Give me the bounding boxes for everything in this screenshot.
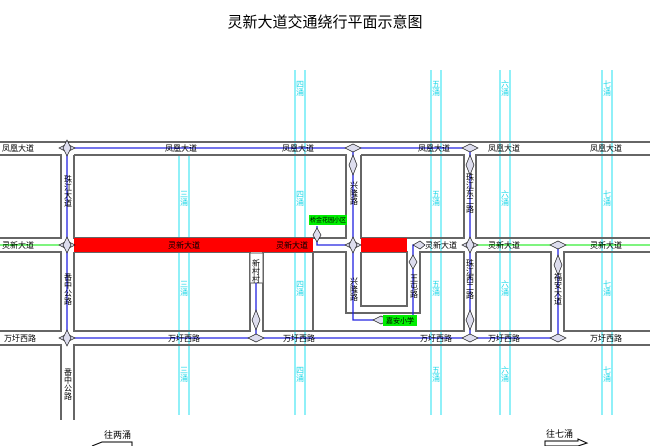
arrow-right-icon xyxy=(544,438,589,446)
canal-label-3: 三涌 xyxy=(180,366,189,382)
canal-label-3: 三涌 xyxy=(180,190,189,206)
direction-west-label: 往两涌 xyxy=(104,429,131,441)
canal-label-6: 六涌 xyxy=(501,365,510,382)
canal-label-4: 四涌 xyxy=(296,366,305,382)
canal-label-4: 四涌 xyxy=(296,80,305,96)
road-label-wangtun: 王屯路 xyxy=(410,274,419,298)
closed-section-west xyxy=(74,238,313,252)
canal-label-7: 七涌 xyxy=(603,366,612,382)
canal-label-6: 六涌 xyxy=(501,279,510,296)
road-label-fenghuang: 凤凰大道 xyxy=(165,143,197,153)
road-label-wanyu: 万圩西路 xyxy=(283,333,315,343)
road-label-lingxin: 灵新大道 xyxy=(590,240,622,250)
canal-label-7: 七涌 xyxy=(603,280,612,296)
road-label-fuan: 福安大道 xyxy=(554,273,563,306)
canal-label-5: 五涌 xyxy=(432,366,441,382)
direction-west: 往两涌 xyxy=(91,429,133,446)
direction-east: 往七涌 xyxy=(544,428,589,446)
road-label-fenghuang: 凤凰大道 xyxy=(2,143,34,153)
landmark-garden-label: 桥金花园小区 xyxy=(310,216,346,224)
canal-label-4: 四涌 xyxy=(296,280,305,296)
canal-label-4: 四涌 xyxy=(296,190,305,206)
road-label-lingxin: 灵新大道 xyxy=(276,240,308,250)
road-label-xinglong: 兴隆路 xyxy=(350,277,359,301)
road-label-lingxin: 灵新大道 xyxy=(2,240,34,250)
road-label-wanyu: 万圩西路 xyxy=(590,333,622,343)
canal-label-6: 六涌 xyxy=(501,189,510,206)
closed-section-east xyxy=(361,238,407,252)
canal-label-5: 五涌 xyxy=(432,80,441,96)
direction-east-label: 往七涌 xyxy=(546,428,573,440)
canals xyxy=(178,70,613,415)
landmark-school-label: 嘉安小学 xyxy=(386,316,414,325)
road-label-wanyu: 万圩西路 xyxy=(168,333,200,343)
landmark-school: 嘉安小学 xyxy=(383,315,417,326)
road-label-fanzhong: 番中公路 xyxy=(64,367,73,400)
landmark-garden: 桥金花园小区 xyxy=(309,215,347,225)
road-label-fenghuang: 凤凰大道 xyxy=(418,143,450,153)
road-label-wanyu: 万圩西路 xyxy=(420,333,452,343)
road-label-lingxin: 灵新大道 xyxy=(168,240,200,250)
road-label-zhujiang-east2: 珠江东二路 xyxy=(466,172,475,213)
direction-arrows xyxy=(58,139,567,347)
road-label-lingxin: 灵新大道 xyxy=(488,240,520,250)
road-label-zhujiang: 珠江大道 xyxy=(64,174,73,208)
road-label-fenghuang: 凤凰大道 xyxy=(488,143,520,153)
road-label-fenghuang: 凤凰大道 xyxy=(590,143,622,153)
road-label-wanyu: 万圩西路 xyxy=(4,333,36,343)
road-label-fanzhong: 番中公路 xyxy=(64,272,73,305)
road-label-lingxin: 灵新大道 xyxy=(425,240,457,250)
canal-label-5: 五涌 xyxy=(432,280,441,296)
canal-label-3: 三涌 xyxy=(180,280,189,296)
road-label-xinglong: 兴隆路 xyxy=(350,181,359,205)
arrow-left-icon xyxy=(91,441,133,446)
canal-label-6: 六涌 xyxy=(501,79,510,96)
road-label-wanyu: 万圩西路 xyxy=(488,333,520,343)
road-label-zhujiang-west2: 珠江西二路 xyxy=(466,258,475,299)
canal-label-7: 七涌 xyxy=(603,190,612,206)
canal-label-5: 五涌 xyxy=(432,190,441,206)
canal-label-7: 七涌 xyxy=(603,80,612,96)
road-outlines xyxy=(0,141,650,420)
map-title: 灵新大道交通绕行平面示意图 xyxy=(227,13,422,31)
road-label-fenghuang: 凤凰大道 xyxy=(282,143,314,153)
road-label-xincun: 新村村 xyxy=(252,258,261,283)
